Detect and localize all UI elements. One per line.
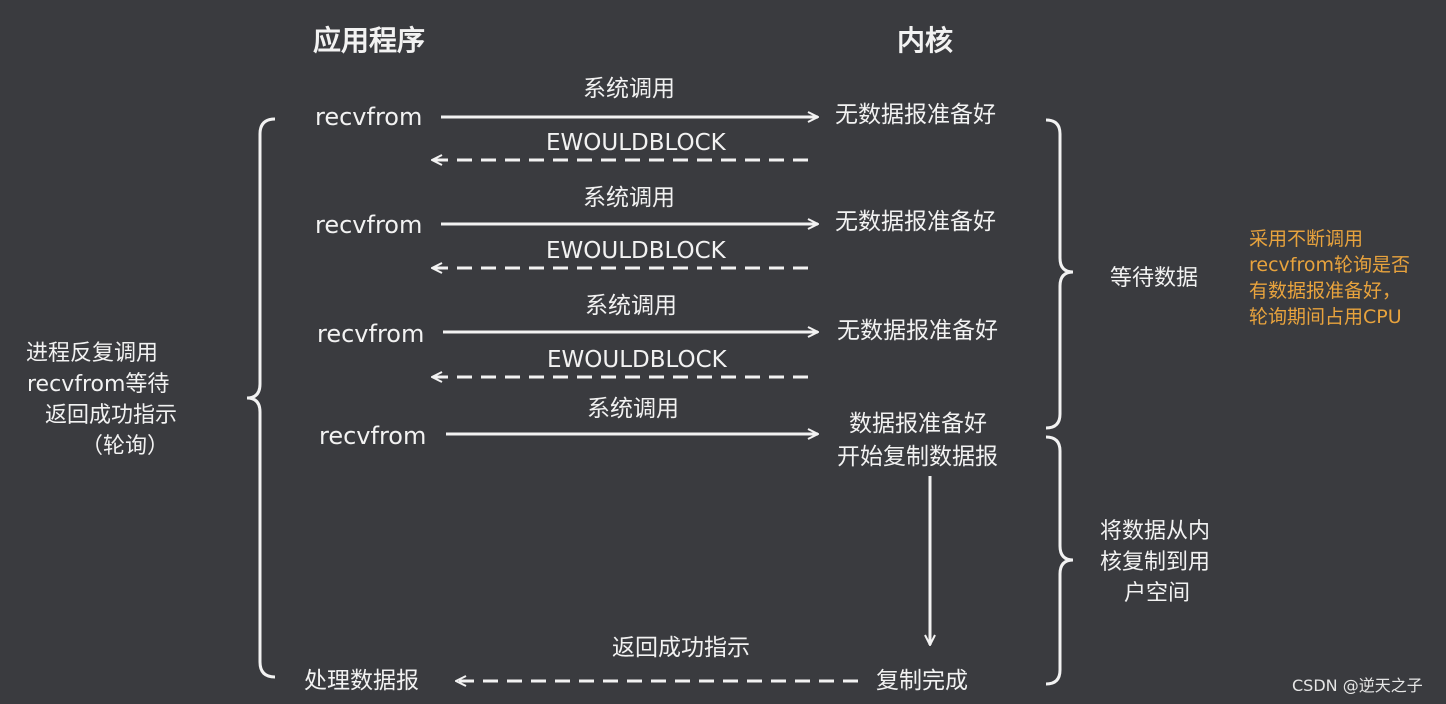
syscall-label-1: 系统调用 — [583, 76, 675, 102]
left-brace — [246, 117, 276, 679]
process-datagram-label: 处理数据报 — [304, 668, 419, 694]
error-return-label-1: EWOULDBLOCK — [546, 130, 726, 156]
note-line-3: 有数据报准备好， — [1249, 280, 1402, 302]
copy-label-line-2: 核复制到用 — [1100, 550, 1211, 575]
syscall-label-2: 系统调用 — [583, 185, 675, 211]
left-brace-line-1: 进程反复调用 — [26, 341, 159, 366]
syscall-label-3: 系统调用 — [585, 293, 677, 319]
copy-complete-label: 复制完成 — [876, 668, 968, 694]
left-brace-line-2: recvfrom等待 — [27, 372, 170, 397]
left-brace-line-4: （轮询） — [81, 434, 170, 459]
wait-data-label: 等待数据 — [1110, 266, 1199, 291]
note-line-1: 采用不断调用 — [1249, 228, 1364, 250]
kernel-state-3: 无数据报准备好 — [837, 318, 998, 344]
syscall-label-4: 系统调用 — [587, 396, 679, 422]
error-return-label-2: EWOULDBLOCK — [546, 238, 726, 264]
note-line-2: recvfrom轮询是否 — [1249, 254, 1410, 276]
kernel-state-2: 无数据报准备好 — [835, 209, 996, 235]
watermark: CSDN @逆天之子 — [1292, 676, 1423, 695]
recvfrom-call-4: recvfrom — [319, 422, 427, 450]
app-header: 应用程序 — [313, 24, 426, 57]
left-brace-label: 进程反复调用 recvfrom等待 返回成功指示 （轮询） — [26, 338, 226, 462]
recvfrom-call-2: recvfrom — [315, 211, 423, 239]
right-brace-copy — [1045, 435, 1074, 686]
copy-label-line-1: 将数据从内 — [1100, 519, 1211, 544]
kernel-state-4-line1: 数据报准备好 — [849, 411, 987, 437]
polling-note: 采用不断调用 recvfrom轮询是否 有数据报准备好， 轮询期间占用CPU — [1249, 226, 1439, 330]
kernel-state-1: 无数据报准备好 — [835, 102, 996, 128]
copy-label-line-3: 户空间 — [1124, 581, 1191, 606]
note-line-4: 轮询期间占用CPU — [1249, 306, 1402, 328]
recvfrom-call-1: recvfrom — [315, 103, 423, 131]
return-success-label: 返回成功指示 — [612, 635, 750, 661]
kernel-header: 内核 — [897, 24, 954, 57]
recvfrom-call-3: recvfrom — [317, 320, 425, 348]
kernel-state-4-line2: 开始复制数据报 — [837, 444, 998, 470]
error-return-label-3: EWOULDBLOCK — [547, 347, 727, 373]
right-brace-wait — [1045, 118, 1074, 430]
copy-to-user-label: 将数据从内 核复制到用 户空间 — [1100, 516, 1250, 609]
left-brace-line-3: 返回成功指示 — [45, 403, 178, 428]
